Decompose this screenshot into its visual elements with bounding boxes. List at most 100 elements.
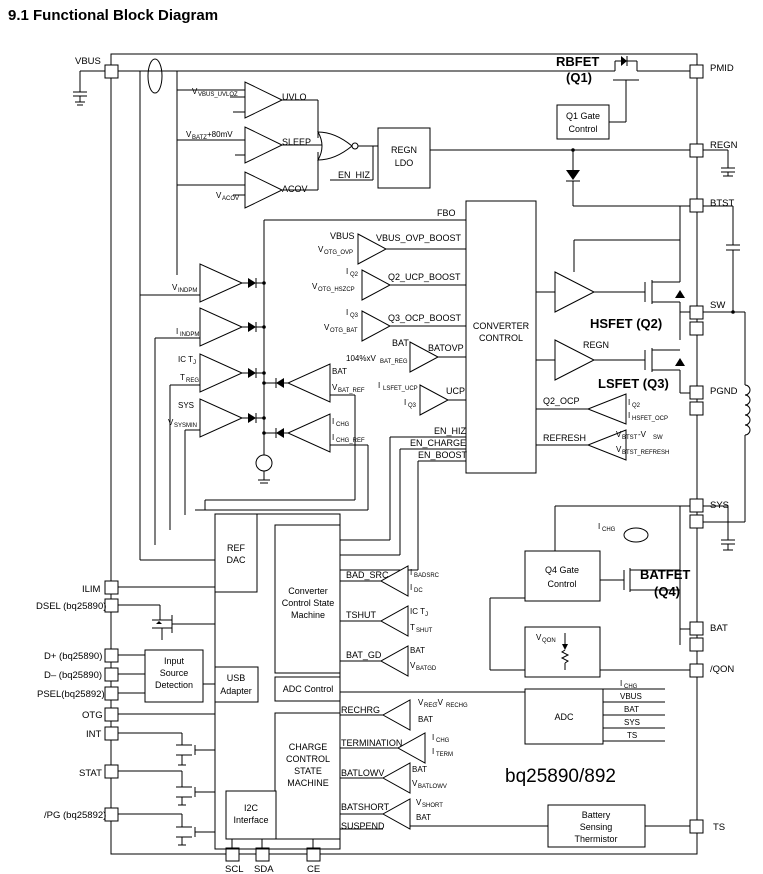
suspend: SUSPEND [341,821,385,831]
en-hiz: EN_HIZ [434,426,467,436]
v-otg-hszcp: V [312,282,318,291]
ref-dac-block [214,513,258,593]
v-acov: V [216,191,222,200]
vbus-ovp-boost: VBUS_OVP_BOOST [376,233,462,243]
regn-ldo-line2: LDO [395,158,414,168]
acov-label: ACOV [282,184,308,194]
refresh-label: REFRESH [543,433,586,443]
pin-psel-label: PSEL(bq25892) [37,689,105,700]
batshort: BATSHORT [341,802,390,812]
vbus-ground [73,70,105,106]
rbfet: RBFET (Q1) [556,54,645,100]
i-dc-sub: DC [414,588,423,594]
sleep-label: SLEEP [282,137,311,147]
uvlo-label: UVLO [282,92,307,102]
v-otg-bat: V [324,323,330,332]
ucp-label: UCP [446,386,465,396]
t-shut-sub: SHUT [416,628,433,634]
uvlo-sleep-acov: V VBUS_UVLOZ V BATZ +80mV V ACOV UVLO SL… [186,81,378,209]
pin-regn-label: REGN [710,140,738,151]
batfet-q-label: (Q4) [654,584,680,599]
pin-otg [104,707,119,722]
v-btst-refresh: V [616,445,622,454]
regn-ldo-line1: REGN [391,145,417,155]
right-pins: PMID REGN BTST SW PGND SYS BAT /QON TS [689,63,738,834]
rechrg-bat: BAT [418,715,433,724]
lsfet-label: LSFET (Q3) [598,376,669,391]
v-sysmin: V [168,418,174,427]
i-q3b-sub: Q3 [408,403,417,409]
charge-state-line1: CHARGE [289,742,328,752]
rbfet-label: RBFET [556,54,599,69]
i-indpm-sub: INDPM [180,332,199,338]
pin-stat [104,764,119,779]
i-chg-a: I [332,417,334,426]
i-lsfet-ucp: I [378,381,380,390]
charge-state-line3: STATE [294,766,322,776]
i-term-sub: TERM [436,752,453,758]
v-qon: V [536,633,542,642]
v-btst-refresh-sub: BTST_REFRESH [622,450,669,456]
pin-otg-label: OTG [82,710,103,721]
v-otg-hszcp-sub: OTG_HSZCP [318,287,355,293]
state-comparators: BAD_SRC I BADSRC I DC TSHUT IC T J T SHU… [340,565,440,677]
pin-vbus [104,64,119,79]
part-number: bq25890/892 [505,766,616,787]
pin-scl-label: SCL [225,864,243,874]
q4-gate-line1: Q4 Gate [545,565,579,575]
pin-int-label: INT [86,729,102,740]
v-acov-sub: ACOV [222,196,239,202]
i-q2-sub: Q2 [350,272,359,278]
v-btst-sw-sub: BTST [622,435,638,441]
conv-state-line3: Machine [291,610,325,620]
regn-ground [703,149,735,177]
i-chg-ref: I [332,433,334,442]
adc-block [524,688,604,745]
i-indpm: I [176,327,178,336]
v-short: V [416,798,422,807]
v-uvloz: V [192,87,198,96]
thermistor-line2: Sensing [580,822,613,832]
pin-sys [689,498,704,513]
bottom-pins: SCL SDA CE [225,847,321,874]
i-chg-t: I [432,733,434,742]
open-drain-outputs [118,732,215,846]
adc-control-label: ADC Control [283,684,334,694]
t-shut: T [410,623,415,632]
bat-batovp: BAT [392,338,409,348]
q2-ucp-boost: Q2_UCP_BOOST [388,272,461,282]
pin-vbus-label: VBUS [75,56,101,67]
charge-state-line2: CONTROL [286,754,330,764]
hsfet-lsfet: REGN HSFET (Q2) LSFET (Q3) [536,206,690,394]
charge-state-machine-block [274,712,341,840]
i-chg-q4: I [598,522,600,531]
adc-ichg: I [620,679,622,688]
i-chg-ref-sub: CHG_REF [336,438,365,444]
charge-comparators: RECHRG V REG -V RECHG BAT TERMINATION I … [340,698,468,831]
v-otg-ovp-sub: OTG_OVP [324,250,353,256]
dsel-switch [118,604,215,640]
v-otg-bat-sub: OTG_BAT [330,328,358,334]
pin-sda-label: SDA [254,864,274,874]
pin-pg [104,807,119,822]
tshut: TSHUT [346,610,376,620]
batfet-label: BATFET [640,567,690,582]
top-rail [118,58,690,560]
ic-tj-sub: J [193,360,196,366]
converter-control-line1: CONVERTER [473,321,530,331]
en-charge: EN_CHARGE [410,438,466,448]
current-source [255,454,273,472]
i-chg-q4-sub: CHG [602,527,616,533]
pin-ts [689,819,704,834]
pin-btst [689,198,704,213]
q2-ocp: Q2_OCP [543,396,580,406]
i-lsfet-ucp-sub: LSFET_UCP [383,386,418,392]
v-bat-ref-sub: BAT_REF [338,388,365,394]
i-term: I [432,747,434,756]
q4-gate-control-block [524,550,601,602]
pin-stat-label: STAT [79,768,102,779]
i-q2b-sub: Q2 [632,403,641,409]
fbo-label: FBO [437,208,456,218]
pin-pgnd [689,385,704,400]
